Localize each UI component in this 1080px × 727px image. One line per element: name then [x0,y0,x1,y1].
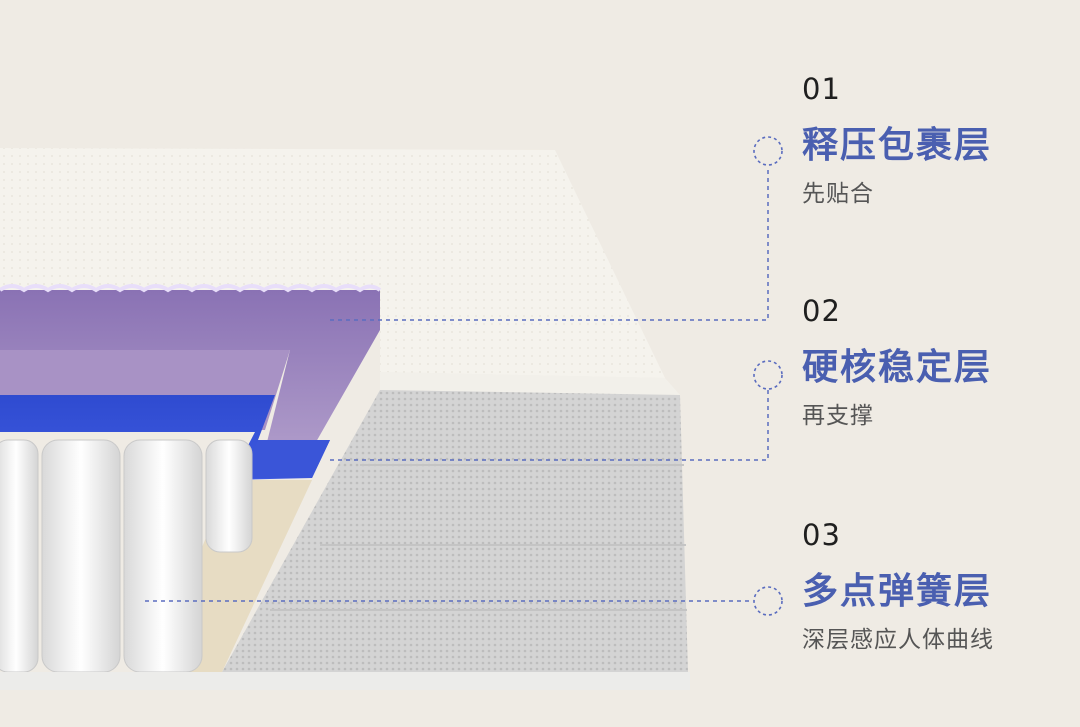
leader-circle-2 [753,360,783,390]
layer-subtitle: 深层感应人体曲线 [802,627,994,653]
layer-title: 硬核稳定层 [802,347,993,388]
leader-lines [145,166,769,602]
pocket-springs [0,439,253,673]
leader-circle-1 [753,136,783,166]
layer-title: 多点弹簧层 [802,571,993,612]
layer-label-2: 02 硬核稳定层 再支撑 [802,294,992,430]
layer-number: 01 [802,72,841,106]
layer-subtitle: 再支撑 [802,403,874,429]
layer-label-1: 01 释压包裹层 先贴合 [802,72,992,208]
leader-circles [753,136,783,616]
layer-title: 释压包裹层 [802,125,993,166]
mattress-top-rim [380,372,680,395]
mattress-bottom [0,672,690,690]
layer-label-3: 03 多点弹簧层 深层感应人体曲线 [802,518,994,654]
layer-number: 03 [802,518,841,552]
purple-foam-layer [0,290,380,470]
leader-circle-3 [753,586,783,616]
layer-number: 02 [802,294,841,328]
layer-subtitle: 先贴合 [802,181,874,207]
